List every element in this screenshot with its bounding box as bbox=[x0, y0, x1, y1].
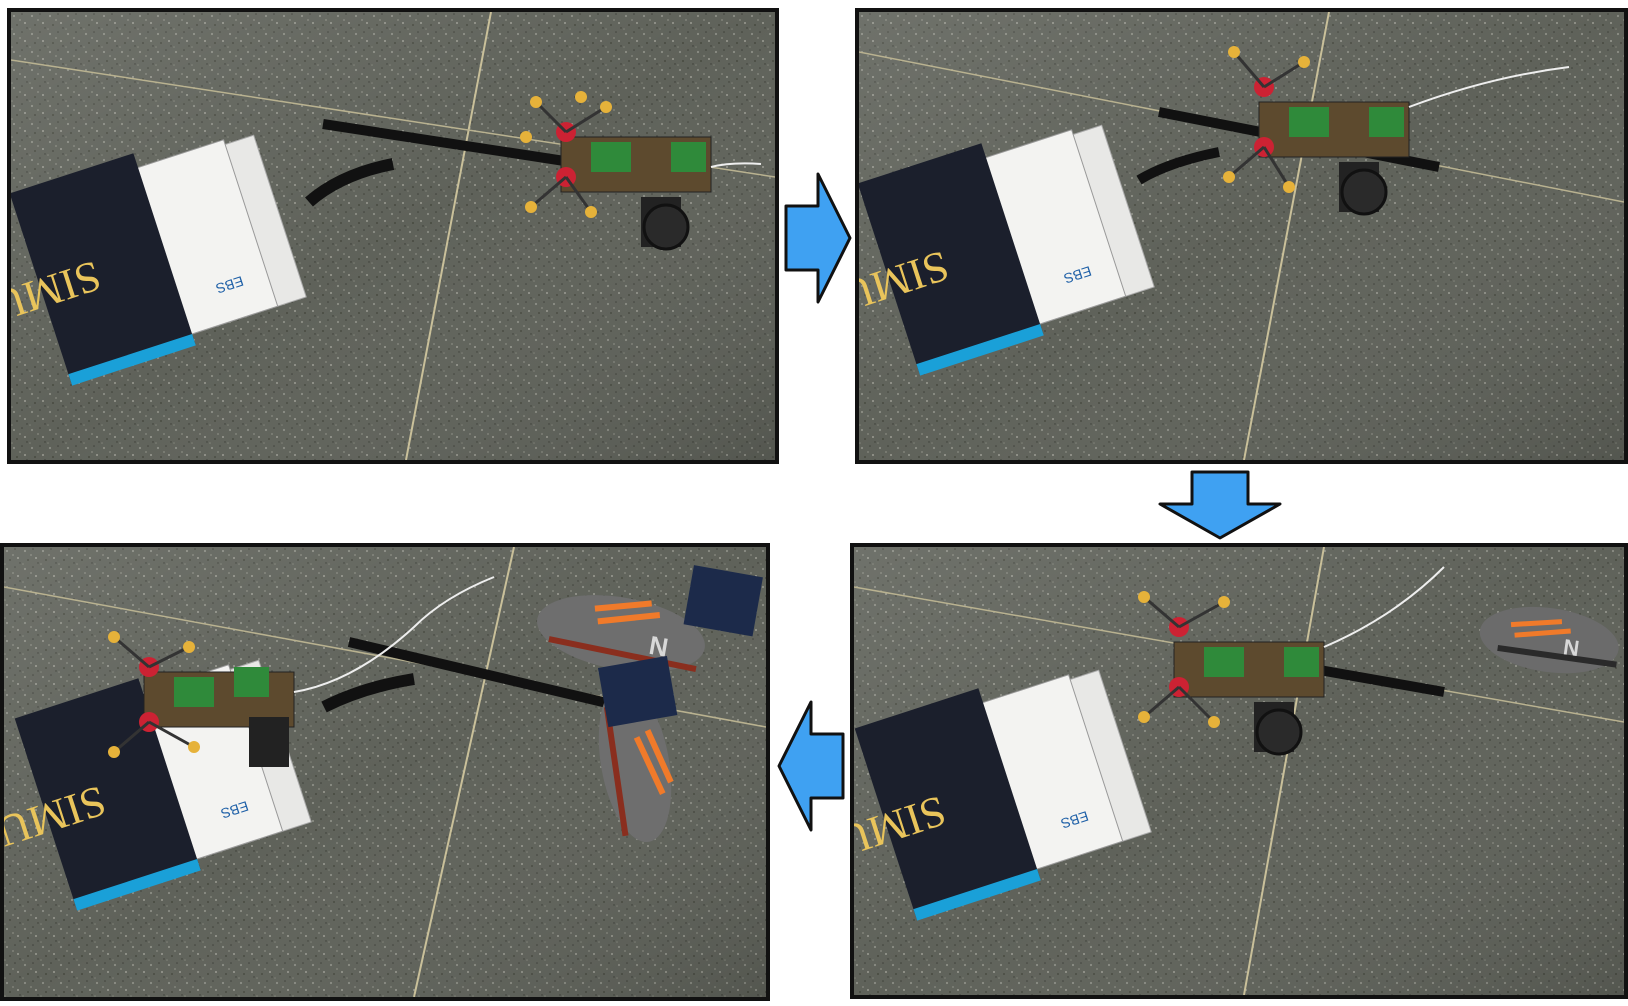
frame-4: SIMUL EBS N bbox=[0, 543, 770, 1001]
shoe-logo: N bbox=[647, 630, 671, 663]
floor-seam bbox=[413, 547, 515, 997]
shoe: N bbox=[537, 565, 763, 673]
shoe-logo: N bbox=[1562, 634, 1581, 661]
arrow-left-icon bbox=[777, 700, 845, 832]
robot bbox=[1138, 566, 1445, 756]
robot bbox=[520, 91, 762, 251]
robot bbox=[108, 576, 495, 767]
tape-track bbox=[347, 637, 626, 712]
shoe: N bbox=[1479, 606, 1619, 674]
frame-1: SIMUL EBS bbox=[7, 8, 779, 464]
book-stack: SIMUL EBS bbox=[11, 134, 307, 386]
arrow-down-icon bbox=[1158, 470, 1282, 540]
shoe bbox=[597, 655, 678, 843]
tape-curve bbox=[305, 158, 395, 207]
floor-seam bbox=[1243, 12, 1330, 460]
frame-3: SIMUL EBS N bbox=[850, 543, 1628, 999]
tape-curve bbox=[321, 673, 415, 713]
tape-curve bbox=[1136, 147, 1220, 185]
book-stack: SIMUL EBS bbox=[854, 669, 1152, 921]
robot bbox=[1223, 46, 1570, 216]
tape-track bbox=[322, 119, 572, 167]
frame-2: SIMUL EBS bbox=[855, 8, 1628, 464]
arrow-right-icon bbox=[784, 172, 852, 304]
floor-seam bbox=[1243, 547, 1325, 995]
floor-seam bbox=[405, 12, 492, 460]
